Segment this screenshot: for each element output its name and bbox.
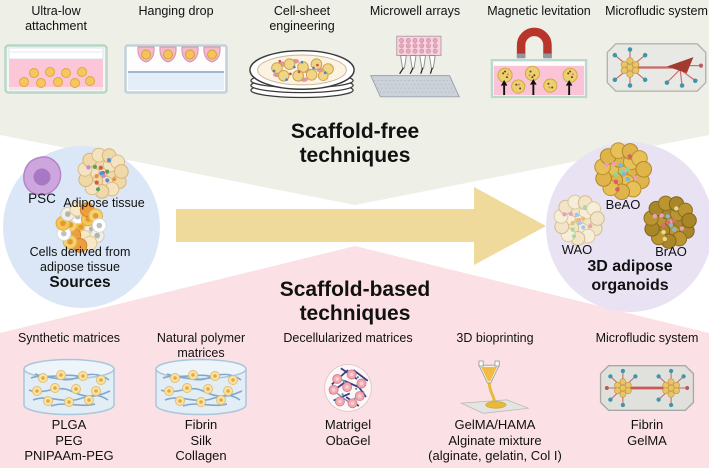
technique-hanging-drop: Hanging drop	[116, 4, 236, 101]
sources-title: Sources	[49, 274, 111, 291]
material: Collagen	[175, 448, 227, 463]
material: PLGA	[51, 417, 87, 432]
microwell-arrays-icon	[370, 35, 460, 98]
method-3d-bioprinting: 3D bioprinting GelMA/HAMA Alginate mixtu…	[415, 331, 575, 464]
microfluidic-chip-icon	[606, 43, 707, 92]
method-natural-polymer-matrices: Natural polymer matrices	[136, 331, 266, 464]
organoids-title: 3D adipose organoids	[587, 258, 673, 294]
psc-cell-icon	[23, 156, 62, 196]
technique-label: Magnetic levitation	[487, 4, 591, 18]
scaffold-based-title: Scaffold-based techniques	[279, 278, 431, 325]
hanging-drop-icon	[124, 44, 228, 94]
material: GelMA/HAMA	[454, 417, 536, 432]
derived-cells-cluster-icon	[55, 201, 107, 253]
method-label: Natural polymer matrices	[156, 331, 246, 360]
technique-label: Microwell arrays	[369, 4, 461, 18]
cell-sheet-dish-icon	[249, 49, 355, 99]
material: Matrigel	[324, 417, 372, 432]
psc-label: PSC	[28, 191, 56, 206]
beao-label: BeAO	[605, 197, 641, 212]
technique-label: Hanging drop	[138, 4, 214, 18]
method-label: 3D bioprinting	[456, 331, 534, 345]
microfluidic-chip-icon	[599, 365, 695, 411]
bioprinter-icon	[459, 360, 529, 414]
material: PEG	[55, 432, 83, 448]
technique-label: Microfludic system	[605, 4, 708, 18]
material: ObaGel	[325, 432, 371, 448]
material: Alginate mixture	[448, 432, 542, 448]
material: (alginate, gelatin, Col I)	[428, 448, 562, 463]
brao-organoid-icon	[643, 195, 697, 249]
wao-organoid-icon	[553, 194, 605, 246]
adipose-tissue-cluster-icon	[77, 147, 129, 199]
scaffold-free-title: Scaffold-free techniques	[290, 120, 420, 167]
material: Fibrin	[184, 417, 218, 432]
matrix-disc-icon	[23, 358, 115, 416]
technique-cell-sheet: Cell-sheet engineering	[244, 4, 360, 101]
technique-magnetic-levitation: Magnetic levitation	[480, 4, 598, 101]
method-label: Decellularized matrices	[283, 331, 413, 345]
technique-microfluidic-system: Microfludic system	[604, 4, 709, 101]
technique-label: Cell-sheet engineering	[269, 4, 335, 33]
derived-cells-label: Cells derived from adipose tissue	[29, 245, 131, 274]
ultra-low-attachment-icon	[4, 44, 108, 94]
method-microfluidic-system: Microfludic system	[582, 331, 709, 448]
technique-microwell-arrays: Microwell arrays	[356, 4, 474, 101]
method-label: Synthetic matrices	[17, 331, 121, 345]
method-synthetic-matrices: Synthetic matrices	[4, 331, 134, 464]
technique-label: Ultra-low attachment	[25, 4, 87, 33]
flow-arrow-icon	[176, 187, 546, 265]
material: PNIPAAm-PEG	[24, 448, 114, 463]
method-label: Microfludic system	[595, 331, 699, 345]
magnetic-levitation-icon	[490, 27, 588, 99]
matrix-disc-icon	[155, 358, 247, 416]
material: Silk	[190, 432, 212, 448]
brao-label: BrAO	[655, 244, 687, 259]
material: Fibrin	[630, 417, 664, 432]
method-decellularized-matrices: Decellularized matrices	[282, 331, 414, 448]
material: GelMA	[627, 432, 667, 448]
technique-ultra-low-attachment: Ultra-low attachment	[0, 4, 112, 101]
adipose-tissue-label: Adipose tissue	[63, 196, 145, 210]
wao-label: WAO	[561, 242, 593, 257]
decellularized-matrix-icon	[324, 364, 372, 412]
beao-organoid-icon	[594, 142, 653, 201]
